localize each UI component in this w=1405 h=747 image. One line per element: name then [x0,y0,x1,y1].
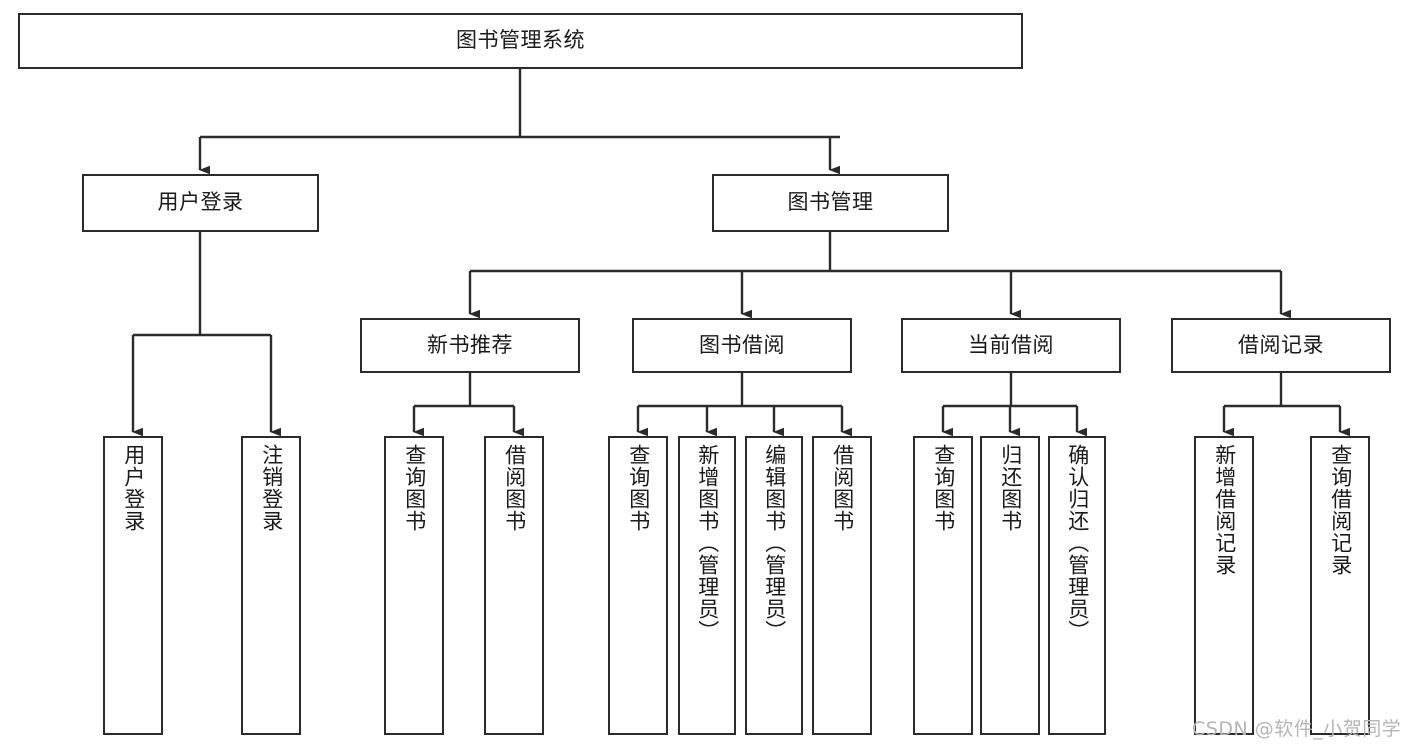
node-new-book-recommend-label: 新书推荐 [427,332,513,357]
node-leaf-confirm-return-admin-label: 确认归还（管理员） [1065,444,1090,642]
node-root-label: 图书管理系统 [456,28,585,53]
node-leaf-query-book-borrow[interactable]: 查询图书 [608,436,668,735]
node-leaf-add-borrow-record[interactable]: 新增借阅记录 [1194,436,1254,735]
node-book-borrow-label: 图书借阅 [699,332,785,357]
node-leaf-query-book-recommend-label: 查询图书 [402,444,427,532]
node-borrow-record-label: 借阅记录 [1238,332,1324,357]
node-leaf-borrow-book-label: 借阅图书 [830,444,855,532]
node-leaf-edit-book-admin[interactable]: 编辑图书（管理员） [745,436,803,735]
node-leaf-query-book-borrow-label: 查询图书 [626,444,651,532]
node-leaf-borrow-book-recommend-label: 借阅图书 [502,444,527,532]
node-leaf-query-borrow-record[interactable]: 查询借阅记录 [1310,436,1370,735]
node-leaf-confirm-return-admin[interactable]: 确认归还（管理员） [1048,436,1106,735]
node-leaf-borrow-book-recommend[interactable]: 借阅图书 [484,436,544,735]
node-current-borrow-label: 当前借阅 [968,332,1054,357]
node-current-borrow[interactable]: 当前借阅 [901,318,1121,373]
node-book-management-label: 图书管理 [787,190,874,215]
node-leaf-borrow-book[interactable]: 借阅图书 [812,436,872,735]
node-user-login-label: 用户登录 [157,190,244,215]
node-book-management[interactable]: 图书管理 [712,174,949,232]
node-new-book-recommend[interactable]: 新书推荐 [360,318,580,373]
node-book-borrow[interactable]: 图书借阅 [632,318,852,373]
node-leaf-return-book-label: 归还图书 [998,444,1023,532]
node-leaf-edit-book-admin-label: 编辑图书（管理员） [762,444,787,642]
node-leaf-logout-label: 注销登录 [259,444,284,532]
node-leaf-user-login[interactable]: 用户登录 [103,436,163,735]
node-leaf-query-book-current[interactable]: 查询图书 [913,436,973,735]
watermark-text: CSDN @软件_小贺同学 [1192,718,1402,740]
node-leaf-user-login-label: 用户登录 [121,444,146,532]
node-leaf-query-book-current-label: 查询图书 [931,444,956,532]
node-leaf-add-book-admin-label: 新增图书（管理员） [695,444,720,642]
node-root[interactable]: 图书管理系统 [18,13,1023,69]
node-leaf-logout[interactable]: 注销登录 [241,436,301,735]
node-borrow-record[interactable]: 借阅记录 [1171,318,1391,373]
node-user-login[interactable]: 用户登录 [82,174,319,232]
node-leaf-query-book-recommend[interactable]: 查询图书 [384,436,444,735]
node-leaf-query-borrow-record-label: 查询借阅记录 [1328,444,1353,576]
node-leaf-add-book-admin[interactable]: 新增图书（管理员） [678,436,736,735]
node-leaf-return-book[interactable]: 归还图书 [980,436,1040,735]
node-leaf-add-borrow-record-label: 新增借阅记录 [1212,444,1237,576]
